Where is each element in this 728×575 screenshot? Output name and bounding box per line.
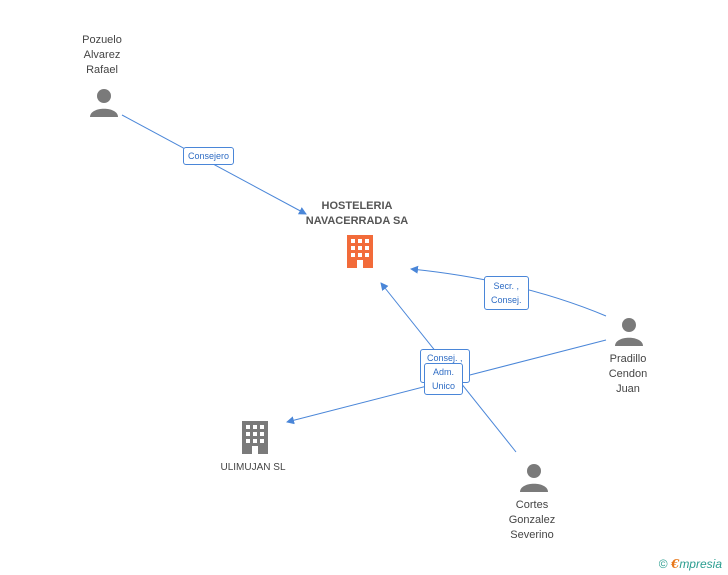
building-icon[interactable] xyxy=(344,234,376,268)
empresia-logo-text: mpresia xyxy=(679,557,722,571)
other-company-name[interactable]: ULIMUJAN SL xyxy=(220,462,286,473)
edge-label-secr-consej[interactable]: Secr. , Consej. xyxy=(484,276,529,310)
edge-label-line: Unico xyxy=(432,381,456,391)
person-icon[interactable] xyxy=(89,87,119,117)
edge-label-line: Consej. , xyxy=(427,353,463,363)
person-icon[interactable] xyxy=(614,316,644,346)
person-name-line: Alvarez xyxy=(83,49,121,61)
person-icon[interactable] xyxy=(519,462,549,492)
company-name-line2: NAVACERRADA SA xyxy=(305,215,409,227)
person-name-line: Gonzalez xyxy=(508,514,556,526)
person-name-line: Pradillo xyxy=(609,353,647,365)
edge-label-line: Secr. , xyxy=(493,281,520,291)
empresia-logo-mark: € xyxy=(670,557,680,571)
edge-label-line: Adm. xyxy=(433,367,455,377)
edge-label-adm-unico[interactable]: Adm. Unico xyxy=(424,363,464,395)
company-name[interactable]: HOSTELERIA NAVACERRADA SA xyxy=(290,199,424,229)
company-name-line1: HOSTELERIA xyxy=(321,200,393,212)
edge-label-consejero[interactable]: Consejero xyxy=(183,147,235,165)
person-name-cortes[interactable]: Cortes Gonzalez Severino xyxy=(492,498,572,543)
person-name-pozuelo[interactable]: Pozuelo Alvarez Rafael xyxy=(62,33,142,78)
person-name-line: Rafael xyxy=(86,64,118,76)
person-name-line: Cortes xyxy=(515,499,549,511)
person-name-line: Pozuelo xyxy=(82,34,122,46)
person-name-line: Severino xyxy=(510,529,554,541)
person-name-line: Juan xyxy=(616,383,640,395)
building-icon[interactable] xyxy=(240,420,270,454)
edge-label-line: Consej. xyxy=(491,295,522,305)
person-name-line: Cendon xyxy=(608,368,648,380)
empresia-credit[interactable]: © €mpresia xyxy=(659,557,722,571)
edge-label-line: Consejero xyxy=(188,151,230,161)
copyright-icon: © xyxy=(658,557,668,571)
person-name-pradillo[interactable]: Pradillo Cendon Juan xyxy=(588,352,668,397)
